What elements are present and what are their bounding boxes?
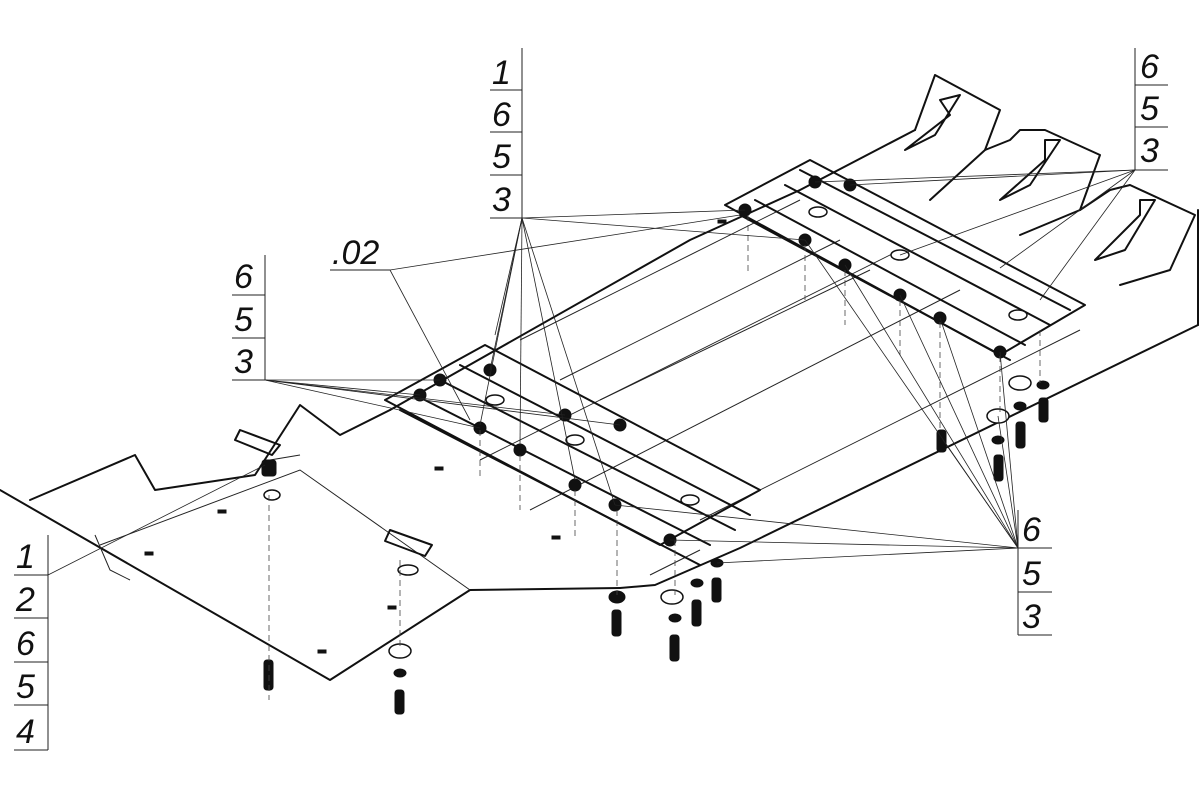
callout-label: 1	[16, 538, 35, 576]
callout-label: 4	[16, 713, 35, 751]
callout-label: 6	[1140, 48, 1159, 86]
callout-label: 3	[1140, 132, 1159, 170]
plate-holes	[144, 219, 727, 654]
callout-label: 5	[234, 301, 253, 339]
callout-label: 6	[234, 258, 253, 296]
callout-label: 3	[492, 181, 511, 219]
callout-label: 5	[492, 138, 511, 176]
leader-lines	[47, 169, 1136, 576]
callout-bottom-left: 1 2 6 5 4	[14, 535, 49, 751]
alignment-lines	[268, 215, 1041, 700]
callout-label: 5	[1140, 90, 1159, 128]
callout-label: 3	[1022, 598, 1041, 636]
callout-label: 5	[1022, 555, 1041, 593]
section-label: .02	[330, 234, 390, 272]
callout-top-right: 6 5 3	[1134, 48, 1168, 171]
callout-label: 1	[492, 54, 511, 92]
callout-top-center: 1 6 5 3	[490, 48, 523, 219]
fasteners	[263, 375, 1050, 715]
callout-label: 6	[1022, 511, 1041, 549]
callout-label: 6	[492, 96, 511, 134]
cross-member-right	[724, 159, 1086, 361]
callout-label: 2	[15, 581, 35, 619]
callout-label: 6	[16, 625, 35, 663]
section-label-text: .02	[332, 234, 379, 272]
callout-mid-left: 6 5 3	[232, 255, 266, 381]
callout-bottom-right: 6 5 3	[1017, 510, 1052, 636]
callout-label: 3	[234, 343, 253, 381]
cross-member-left	[384, 344, 761, 566]
callout-label: 5	[16, 668, 35, 706]
